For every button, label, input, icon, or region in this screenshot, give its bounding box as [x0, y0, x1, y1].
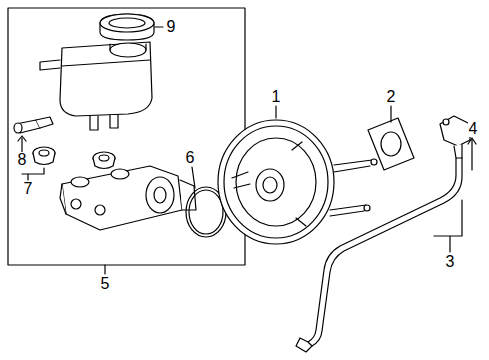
callout-number: 5 [100, 276, 111, 292]
callout-number: 2 [386, 89, 397, 105]
callout-number: 9 [166, 19, 177, 35]
grommet [33, 147, 115, 169]
leader-line [104, 265, 105, 274]
brake-booster [218, 120, 377, 244]
arrowhead [18, 136, 26, 141]
leader-line [155, 26, 163, 27]
bracket-line [22, 168, 44, 180]
reservoir-cap [100, 14, 154, 40]
callout-number: 8 [17, 152, 28, 168]
leader-line [21, 138, 22, 152]
check-valve [440, 116, 470, 158]
callout-number: 3 [445, 254, 456, 270]
reservoir-pin [14, 117, 53, 133]
fluid-reservoir [40, 42, 152, 130]
leader-line [468, 138, 476, 170]
master-cylinder [60, 166, 196, 230]
callout-number: 4 [468, 121, 479, 137]
gasket [368, 118, 414, 170]
leader-line [192, 167, 195, 188]
bracket-line [434, 200, 462, 252]
callout-number: 6 [185, 150, 196, 166]
callout-number: 1 [271, 89, 282, 105]
vacuum-hose [296, 158, 462, 352]
callout-number: 7 [23, 181, 34, 197]
leader-line [275, 106, 276, 118]
leader-line [390, 106, 391, 122]
group-frame [8, 8, 245, 265]
